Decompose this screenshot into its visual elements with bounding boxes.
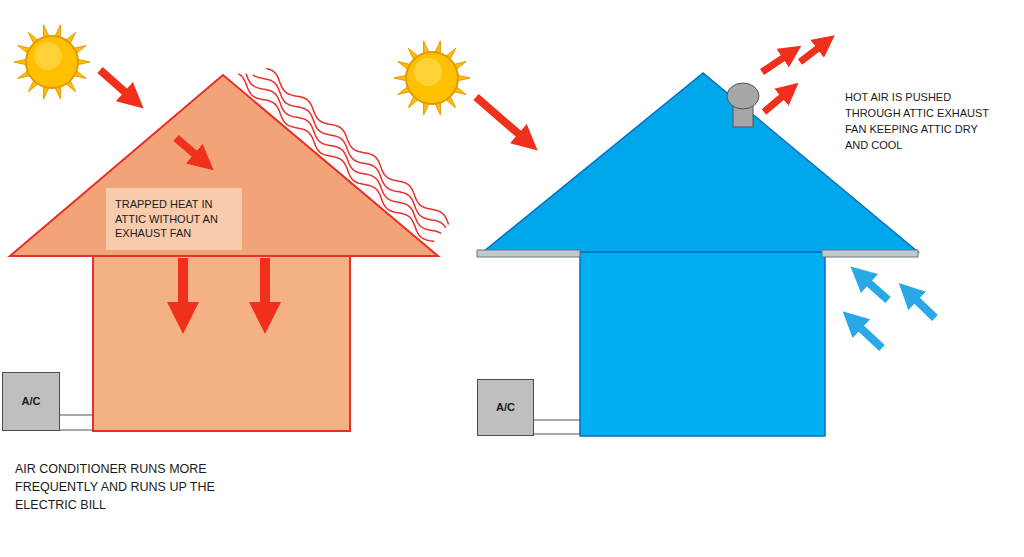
cool-air-arrow bbox=[860, 275, 888, 300]
hot-air-arrow bbox=[764, 90, 790, 112]
note-text: AIR CONDITIONER RUNS MORE FREQUENTLY AND… bbox=[15, 460, 265, 514]
house-body bbox=[580, 252, 825, 436]
ac-pipe bbox=[60, 429, 94, 430]
heat-down-arrow bbox=[178, 258, 188, 318]
ac-unit: A/C bbox=[477, 379, 534, 436]
sun-ray-arrow bbox=[476, 97, 528, 142]
note-text: TRAPPED HEAT IN ATTIC WITHOUT AN EXHAUST… bbox=[115, 197, 233, 242]
soffit-vent bbox=[822, 250, 918, 257]
attic-exhaust-fan bbox=[727, 83, 759, 127]
heat-down-arrow bbox=[260, 258, 270, 318]
hot-air-arrow bbox=[800, 42, 826, 62]
ac-pipe bbox=[534, 419, 581, 420]
cool-air-arrow bbox=[852, 320, 882, 348]
sun-ray-arrow bbox=[100, 70, 134, 100]
cool-air-arrow bbox=[908, 292, 935, 318]
unit-label: A/C bbox=[482, 400, 529, 415]
house-body bbox=[93, 256, 350, 431]
sun bbox=[394, 41, 470, 115]
hot-air-arrow bbox=[762, 52, 792, 72]
ac-unit: A/C bbox=[2, 372, 60, 431]
soffit-vent bbox=[477, 250, 580, 257]
heat-arrow bbox=[176, 138, 204, 162]
ac-pipe bbox=[60, 414, 94, 415]
note-text: HOT AIR IS PUSHED THROUGH ATTIC EXHAUST … bbox=[845, 90, 995, 154]
unit-label: A/C bbox=[7, 394, 55, 409]
sun bbox=[14, 25, 90, 99]
ac-pipe bbox=[534, 433, 581, 434]
note-box: TRAPPED HEAT IN ATTIC WITHOUT AN EXHAUST… bbox=[106, 188, 242, 250]
